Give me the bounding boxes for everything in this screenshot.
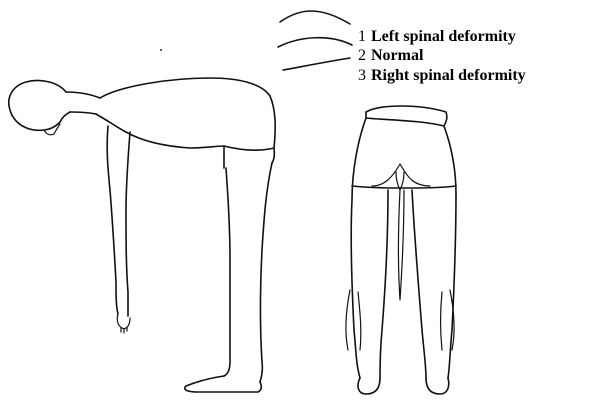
leg-back	[260, 163, 272, 382]
gluteal-cleft	[372, 164, 430, 190]
neck	[66, 92, 100, 114]
left-foot	[358, 378, 380, 394]
back	[100, 78, 275, 148]
leg-gap	[399, 190, 405, 300]
legend-item-2-number: 2	[358, 47, 366, 64]
legend-item-2-label: Normal	[371, 47, 424, 64]
torso-front	[96, 114, 224, 148]
legend-curve-normal	[278, 38, 352, 47]
shorts	[224, 146, 274, 168]
legend-curves	[278, 11, 352, 70]
legend-item-3-label: Right spinal deformity	[371, 67, 526, 84]
side-view-figure	[9, 78, 275, 392]
legend-item-1-label: Left spinal deformity	[371, 28, 516, 45]
legend-item-3-number: 3	[358, 67, 366, 84]
hand	[117, 314, 130, 333]
legend-item-1-number: 1	[358, 28, 366, 45]
legend-item-1: 1 Left spinal deformity	[358, 28, 516, 45]
shorts-hem	[352, 186, 456, 188]
legend-curve-right-deformity	[283, 58, 350, 70]
arm	[107, 126, 118, 314]
left-leg	[351, 190, 388, 378]
arm-inner	[126, 132, 130, 316]
head	[9, 80, 70, 130]
stray-mark	[160, 49, 162, 51]
foot	[185, 376, 262, 392]
legend-curve-left-deformity	[280, 11, 350, 24]
leg-front	[224, 168, 230, 376]
legend-item-2: 2 Normal	[358, 47, 424, 64]
right-foot	[426, 378, 449, 394]
legend: 1 Left spinal deformity 2 Normal 3 Right sp…	[358, 28, 526, 84]
right-leg	[412, 190, 456, 378]
waistband	[366, 106, 447, 126]
back-view-figure	[346, 106, 456, 394]
legend-item-3: 3 Right spinal deformity	[358, 67, 526, 84]
